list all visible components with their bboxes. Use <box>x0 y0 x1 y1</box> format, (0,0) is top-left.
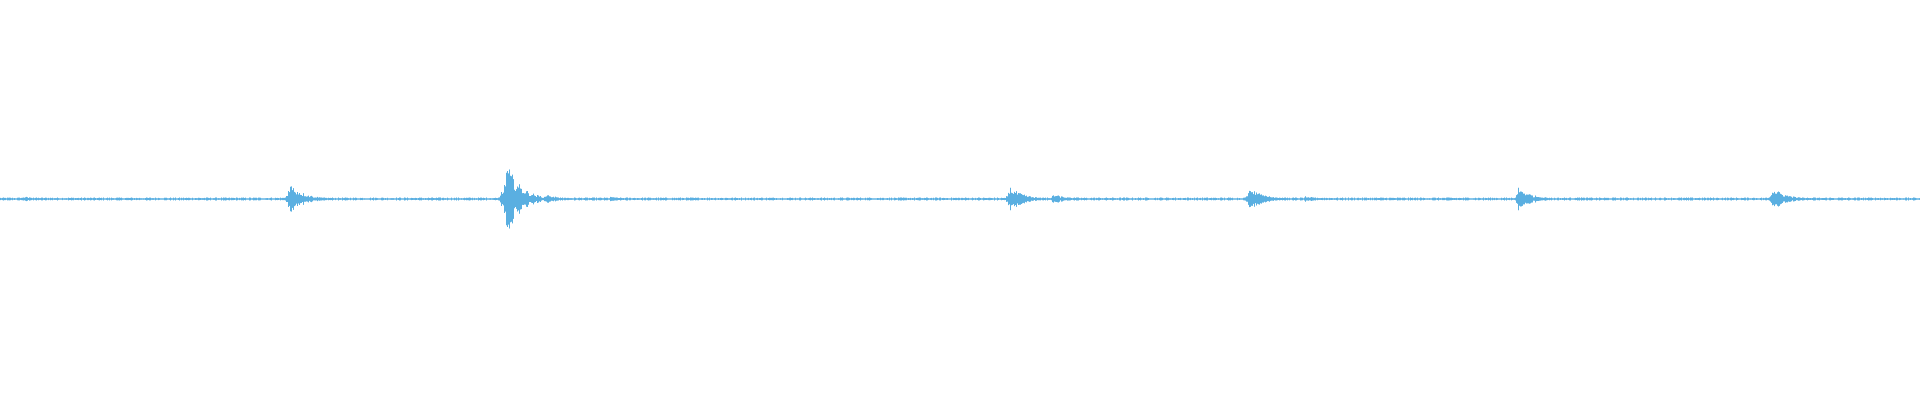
waveform-samples <box>0 169 1920 229</box>
